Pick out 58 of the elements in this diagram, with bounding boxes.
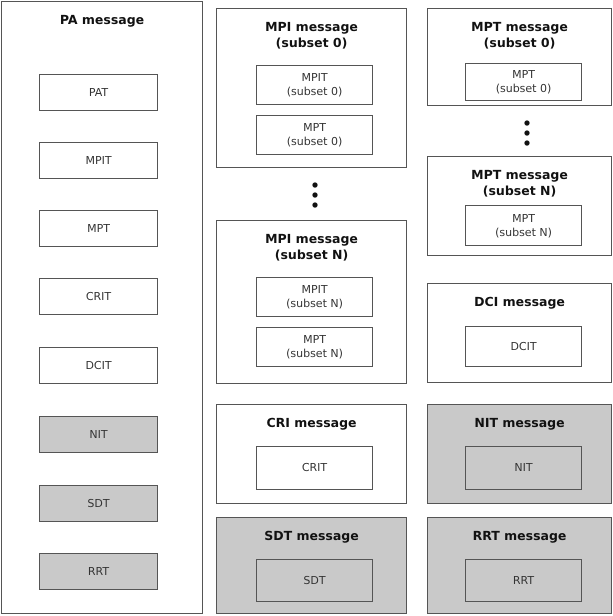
message-title: MPI message (subset 0) — [264, 19, 359, 51]
table-box — [465, 63, 582, 101]
message-title: CRI message — [265, 415, 358, 431]
table-box — [256, 327, 373, 367]
message-title: SDT message — [263, 528, 360, 544]
table-box — [465, 446, 582, 490]
table-box — [465, 326, 582, 367]
table-box — [256, 115, 373, 155]
message-box — [427, 517, 612, 614]
table-box — [256, 65, 373, 105]
table-box — [256, 559, 373, 602]
message-title: RRT message — [472, 528, 568, 544]
message-title: DCI message — [473, 294, 566, 310]
table-label: RRT — [86, 564, 110, 578]
table-box — [465, 559, 582, 602]
table-label: MPT — [86, 222, 111, 236]
table-label: DCIT — [509, 340, 538, 354]
table-box — [256, 446, 373, 490]
table-label: NIT — [513, 461, 534, 475]
message-title: NIT message — [473, 415, 566, 431]
table-box — [465, 205, 582, 246]
message-title: MPI message (subset N) — [264, 231, 359, 263]
table-label: SDT — [86, 496, 111, 510]
table-label: MPIT (subset N) — [285, 283, 344, 311]
message-title: PA message — [58, 12, 146, 28]
table-box — [39, 210, 158, 247]
table-box — [39, 553, 158, 590]
message-title: MPT message (subset 0) — [470, 19, 569, 51]
table-box — [39, 278, 158, 315]
message-box — [427, 8, 612, 106]
message-box — [216, 220, 407, 384]
message-box — [216, 517, 407, 614]
message-box — [216, 404, 407, 504]
table-label: MPIT — [84, 154, 113, 168]
message-box — [216, 8, 407, 168]
table-label: DCIT — [84, 358, 113, 372]
message-box — [427, 404, 612, 504]
table-label: MPT (subset N) — [285, 333, 344, 361]
table-box — [39, 74, 158, 111]
table-box — [256, 277, 373, 317]
table-label: MPT (subset 0) — [286, 121, 344, 149]
table-label: CRIT — [300, 461, 328, 475]
message-box — [427, 156, 612, 256]
table-label: NIT — [88, 428, 109, 442]
table-box — [39, 347, 158, 384]
message-box — [1, 1, 203, 614]
table-label: CRIT — [84, 290, 112, 304]
table-box — [39, 416, 158, 453]
message-box — [427, 283, 612, 383]
message-title: MPT message (subset N) — [470, 167, 569, 199]
table-label: RRT — [512, 574, 536, 588]
table-box — [39, 485, 158, 522]
table-box — [39, 142, 158, 179]
table-label: MPT (subset 0) — [494, 68, 552, 96]
table-label: SDT — [302, 574, 327, 588]
table-label: MPIT (subset 0) — [286, 71, 344, 99]
table-label: PAT — [88, 86, 110, 100]
table-label: MPT (subset N) — [494, 212, 553, 240]
